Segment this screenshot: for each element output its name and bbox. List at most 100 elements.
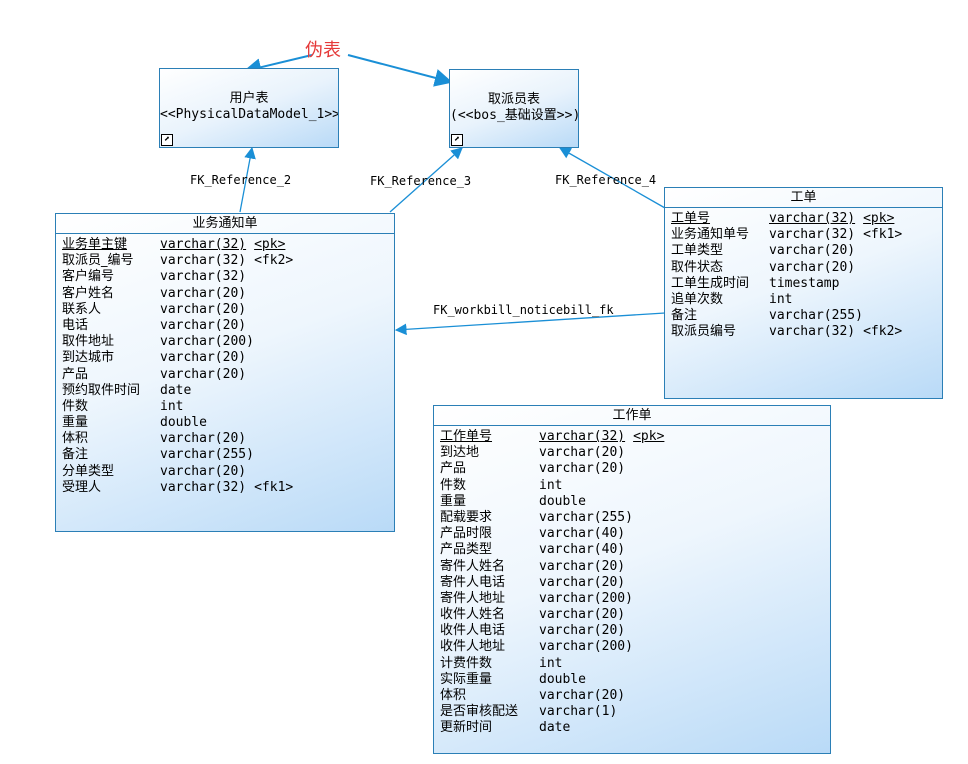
courier-table-ref[interactable]: 取派员表 (<<bos_基础设置>>) ⬈	[449, 69, 579, 148]
column-type: double	[539, 493, 586, 509]
column-row: 工单号 varchar(32) <pk>	[671, 211, 942, 227]
column-type: varchar(32)	[769, 211, 856, 226]
column-type: varchar(40)	[539, 542, 626, 558]
column-name: 取派员编号	[671, 324, 737, 340]
column-name: 寄件人电话	[440, 574, 506, 590]
column-name: 是否审核配送	[440, 704, 519, 720]
column-type: varchar(20)	[539, 623, 626, 639]
column-name: 产品时限	[440, 526, 493, 542]
column-name: 实际重量	[440, 671, 493, 687]
column-name: 电话	[62, 317, 89, 333]
column-row: 联系人 varchar(20)	[62, 302, 394, 318]
column-type: varchar(255)	[769, 308, 863, 324]
column-type: varchar(20)	[539, 688, 626, 703]
column-type: varchar(255)	[539, 509, 633, 525]
entity-title: 工作单	[434, 406, 830, 426]
column-type: double	[539, 671, 586, 687]
column-type: varchar(32)	[160, 237, 247, 252]
fk-reference-2-label: FK_Reference_2	[190, 173, 292, 187]
column-key: <fk2>	[254, 253, 294, 269]
fk-reference-2-line	[239, 146, 256, 213]
fk-workbill-noticebill-line	[394, 312, 666, 336]
user-table-ref[interactable]: 用户表 <<PhysicalDataModel_1>> ⬈	[159, 68, 339, 148]
column-key: <fk2>	[863, 324, 903, 340]
workbill-entity[interactable]: 工单 工单号 varchar(32) <pk>业务通知单号 varchar(32) <f…	[664, 187, 943, 399]
fk-workbill-noticebill-label: FK_workbill_noticebill_fk	[433, 303, 614, 317]
courier-table-subtitle: (<<bos_基础设置>>)	[450, 108, 578, 123]
shortcut-icon: ⬈	[451, 134, 463, 146]
column-type: date	[160, 382, 192, 398]
column-row: 实际重量 double	[440, 672, 830, 688]
column-name: 到达城市	[62, 350, 115, 366]
column-type: varchar(255)	[160, 447, 254, 463]
column-type: varchar(20)	[160, 431, 247, 447]
column-name: 件数	[62, 398, 89, 414]
column-type: varchar(20)	[539, 461, 626, 477]
column-name: 重量	[440, 493, 467, 509]
column-name: 收件人姓名	[440, 607, 506, 623]
column-name: 收件人地址	[440, 639, 506, 655]
column-type: varchar(32)	[539, 429, 626, 444]
note-arrow-courier	[347, 54, 453, 87]
entity-title: 业务通知单	[56, 214, 394, 234]
column-name: 取件地址	[62, 334, 115, 350]
column-row: 产品时限 varchar(40)	[440, 526, 830, 542]
column-key: <fk1>	[254, 479, 294, 495]
column-name: 业务通知单号	[671, 227, 750, 243]
fk-reference-3-line	[389, 147, 463, 213]
column-type: int	[160, 398, 184, 414]
column-row: 产品 varchar(20)	[62, 367, 394, 383]
column-key: <pk>	[863, 211, 895, 226]
column-name: 更新时间	[440, 720, 493, 736]
column-name: 体积	[440, 688, 467, 703]
column-name: 工单生成时间	[671, 275, 750, 291]
column-type: varchar(20)	[160, 463, 247, 479]
column-type: varchar(20)	[539, 445, 626, 461]
column-name: 工作单号	[440, 429, 493, 444]
column-row: 件数 int	[62, 399, 394, 415]
column-name: 工单号	[671, 211, 711, 226]
column-key: <pk>	[254, 237, 286, 252]
column-key: <fk1>	[863, 227, 903, 243]
column-type: varchar(20)	[160, 285, 247, 301]
column-type: varchar(20)	[160, 301, 247, 317]
column-name: 产品	[440, 461, 467, 477]
column-name: 计费件数	[440, 655, 493, 671]
column-row: 到达地 varchar(20)	[440, 445, 830, 461]
courier-table-title: 取派员表	[487, 92, 540, 107]
fk-reference-3-label: FK_Reference_3	[370, 174, 472, 188]
column-name: 联系人	[62, 301, 102, 317]
column-name: 重量	[62, 415, 89, 431]
column-type: varchar(20)	[160, 366, 247, 382]
column-name: 备注	[671, 308, 698, 324]
column-name: 寄件人地址	[440, 590, 506, 606]
column-name: 产品	[62, 366, 89, 382]
column-name: 到达地	[440, 445, 480, 461]
entity-title: 工单	[665, 188, 942, 208]
column-type: varchar(20)	[160, 317, 247, 333]
user-table-title: 用户表	[229, 91, 269, 106]
column-type: varchar(32)	[160, 253, 247, 269]
column-type: varchar(40)	[539, 526, 626, 542]
fk-reference-4-line	[558, 147, 666, 209]
